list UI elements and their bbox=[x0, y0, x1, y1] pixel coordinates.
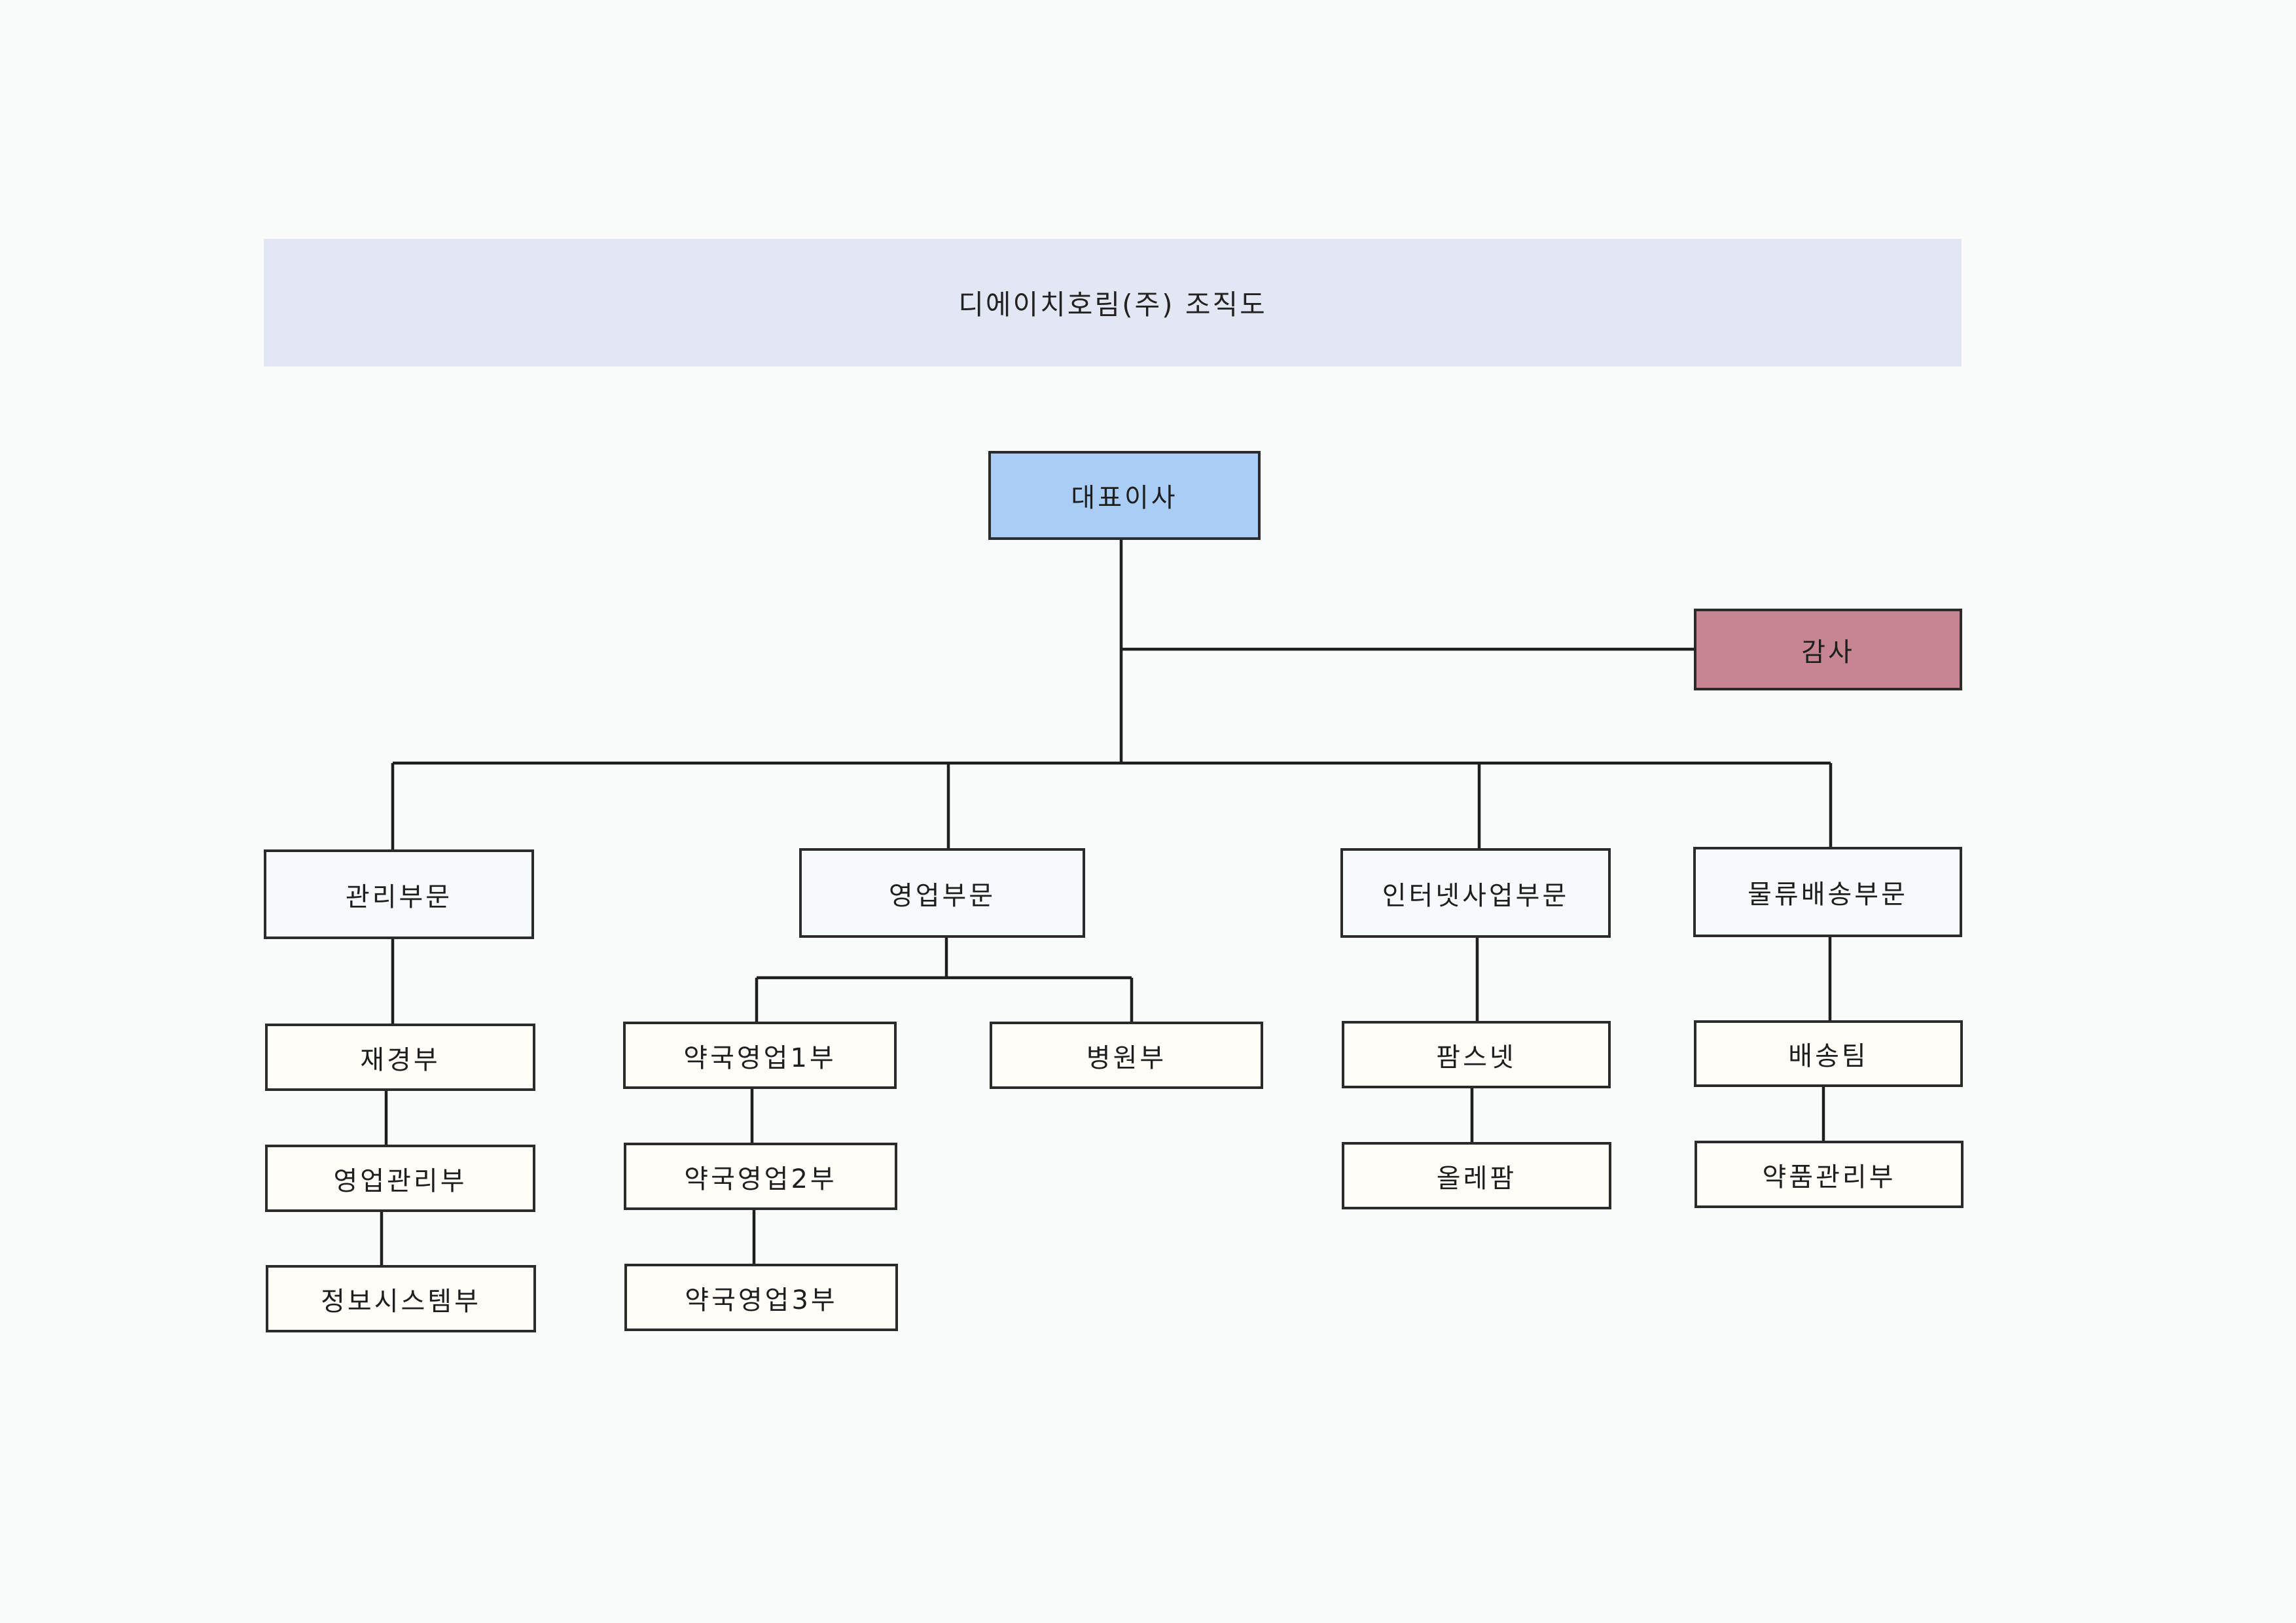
dept-hospital-box: 병원부 bbox=[990, 1022, 1263, 1089]
dept-pharmacy-sales-3-box: 약국영업3부 bbox=[624, 1264, 898, 1331]
dept-allepharm-box: 올레팜 bbox=[1342, 1142, 1611, 1209]
dept-drug-management-label: 약품관리부 bbox=[1762, 1162, 1896, 1192]
dept-allepharm-label: 올레팜 bbox=[1436, 1163, 1517, 1194]
dept-pharmacy-sales-2-label: 약국영업2부 bbox=[684, 1164, 837, 1194]
division-logistics-box: 물류배송부문 bbox=[1693, 847, 1962, 937]
division-management-label: 관리부문 bbox=[345, 882, 453, 912]
division-management-box: 관리부문 bbox=[264, 849, 534, 939]
division-internet-box: 인터넷사업부문 bbox=[1340, 848, 1611, 938]
division-sales-label: 영업부문 bbox=[888, 880, 996, 911]
dept-finance-label: 재경부 bbox=[360, 1044, 440, 1075]
dept-pharmnet-box: 팜스넷 bbox=[1342, 1021, 1611, 1088]
dept-delivery-team-label: 배송팀 bbox=[1788, 1041, 1869, 1071]
auditor-box: 감사 bbox=[1694, 609, 1962, 690]
division-sales-box: 영업부문 bbox=[799, 848, 1085, 938]
auditor-label: 감사 bbox=[1801, 637, 1855, 668]
dept-sales-admin-box: 영업관리부 bbox=[265, 1145, 535, 1212]
dept-info-systems-box: 정보시스템부 bbox=[266, 1265, 536, 1332]
title-banner: 디에이치호림(주) 조직도 bbox=[264, 239, 1962, 366]
dept-hospital-label: 병원부 bbox=[1086, 1043, 1167, 1073]
dept-pharmacy-sales-1-label: 약국영업1부 bbox=[683, 1043, 836, 1073]
dept-drug-management-box: 약품관리부 bbox=[1695, 1141, 1964, 1208]
dept-pharmacy-sales-2-box: 약국영업2부 bbox=[624, 1143, 897, 1210]
dept-finance-box: 재경부 bbox=[265, 1024, 535, 1091]
dept-delivery-team-box: 배송팀 bbox=[1694, 1020, 1963, 1087]
dept-pharmnet-label: 팜스넷 bbox=[1436, 1042, 1516, 1073]
dept-sales-admin-label: 영업관리부 bbox=[333, 1166, 467, 1196]
ceo-box: 대표이사 bbox=[988, 451, 1261, 540]
ceo-label: 대표이사 bbox=[1071, 483, 1178, 513]
dept-pharmacy-sales-3-label: 약국영업3부 bbox=[685, 1285, 838, 1315]
dept-info-systems-label: 정보시스템부 bbox=[321, 1286, 481, 1317]
division-internet-label: 인터넷사업부문 bbox=[1382, 880, 1570, 911]
chart-title: 디에이치호림(주) 조직도 bbox=[958, 289, 1267, 321]
dept-pharmacy-sales-1-box: 약국영업1부 bbox=[623, 1022, 897, 1089]
division-logistics-label: 물류배송부문 bbox=[1748, 880, 1908, 910]
